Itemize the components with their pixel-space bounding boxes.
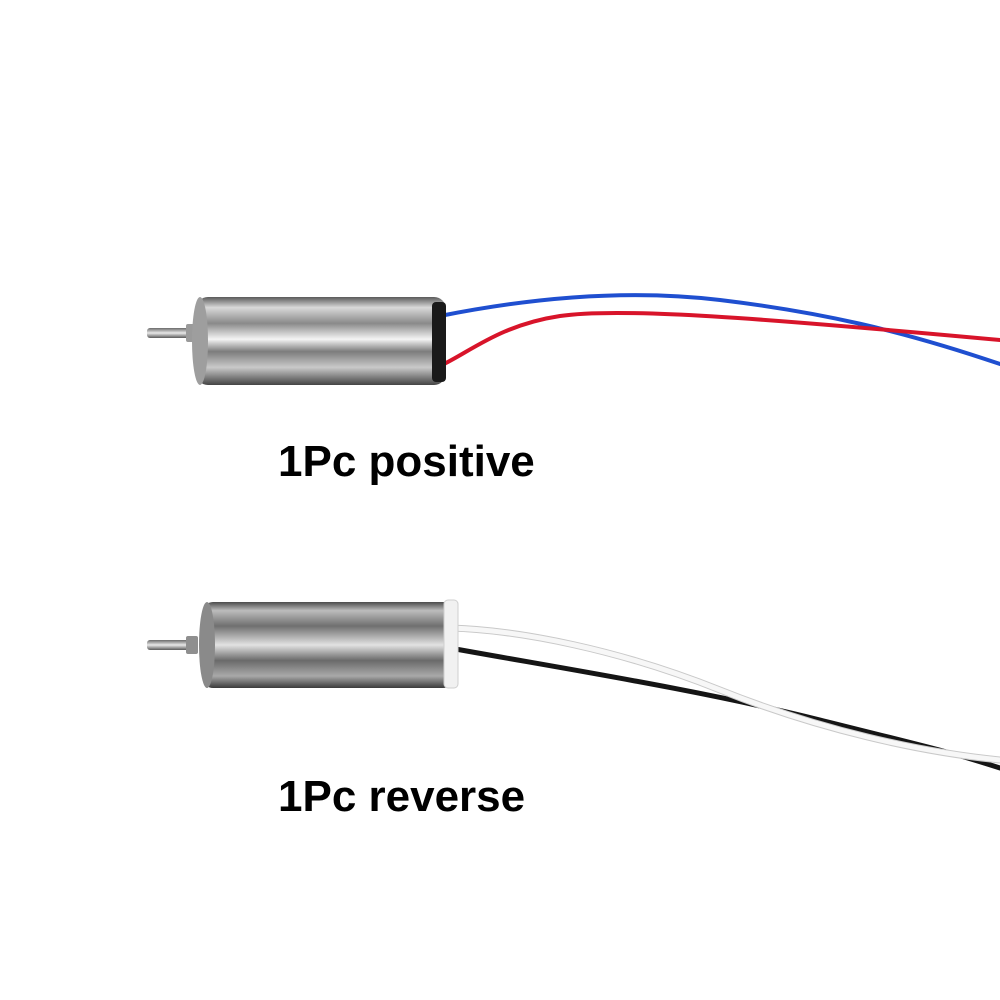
motor-can bbox=[203, 602, 453, 688]
wire-white bbox=[447, 625, 1000, 763]
motor-positive bbox=[147, 293, 1000, 385]
motor-can bbox=[196, 297, 446, 385]
wire-blue bbox=[438, 293, 1000, 366]
wire-red bbox=[438, 310, 1000, 368]
motor-shaft bbox=[147, 640, 192, 650]
caption-positive: 1Pc positive bbox=[278, 437, 535, 486]
motor-end-cap bbox=[432, 302, 446, 382]
motor-end-cap bbox=[443, 599, 459, 689]
motor-shaft bbox=[147, 328, 192, 338]
motor-reverse bbox=[147, 599, 1000, 771]
caption-reverse: 1Pc reverse bbox=[278, 772, 526, 821]
